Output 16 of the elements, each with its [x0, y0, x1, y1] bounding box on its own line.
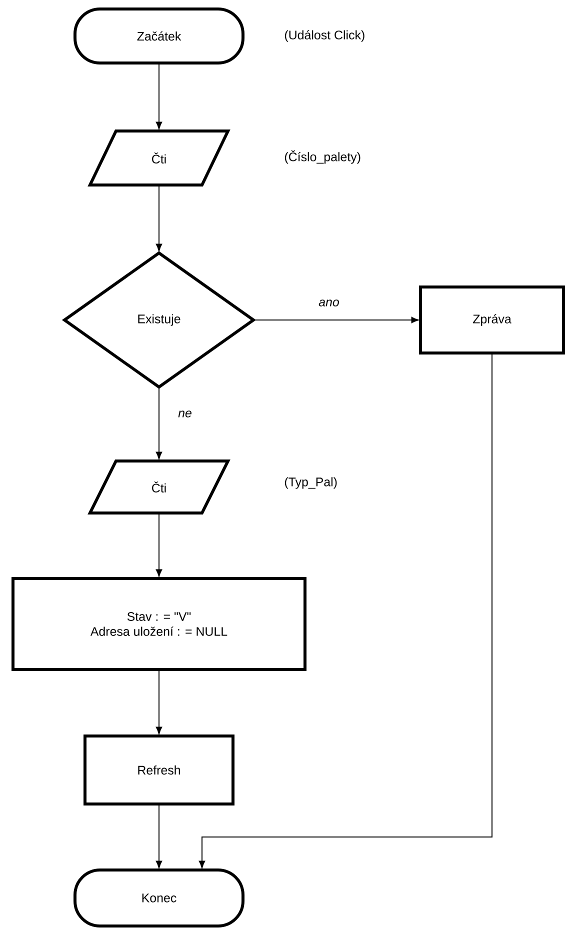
arrow — [198, 352, 492, 868]
arrow — [253, 316, 419, 324]
arrow — [156, 804, 162, 868]
process-box: Zpráva — [419, 286, 565, 354]
arrow — [156, 512, 162, 577]
process-box: Refresh — [84, 734, 234, 806]
edge-label: ne — [177, 410, 193, 418]
arrow — [156, 669, 162, 734]
process-box: Stav : = "V" Adresa uložení : = NULL — [12, 577, 306, 671]
arrow — [156, 62, 162, 130]
note-text: (Číslo_palety) — [284, 150, 360, 164]
edge-label: ano — [318, 298, 340, 308]
note-text: (Událost Click) — [284, 30, 364, 42]
arrow — [156, 386, 162, 460]
arrow — [156, 184, 162, 252]
note-text: (Typ_Pal) — [284, 477, 337, 489]
